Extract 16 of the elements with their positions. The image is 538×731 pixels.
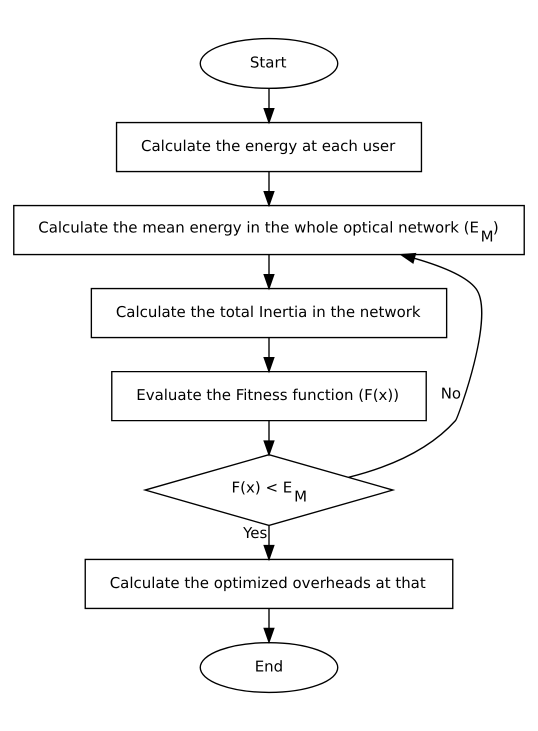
edge-label: No	[440, 384, 462, 402]
arrow	[263, 338, 275, 374]
node-box: Calculate the total Inertia in the network	[90, 288, 448, 338]
arrow	[263, 420, 275, 457]
edge-label: Yes	[243, 524, 268, 542]
arrow	[348, 252, 482, 478]
node-ellipse: Start	[200, 38, 338, 90]
node-box: Calculate the energy at each user	[116, 122, 422, 172]
arrow	[263, 526, 275, 562]
arrow	[263, 608, 275, 644]
node-box: Evaluate the Fitness function (F(x))	[111, 370, 427, 422]
arrow	[263, 172, 275, 208]
node-box: Calculate the optimized overheads at that	[84, 558, 454, 610]
arrow	[263, 254, 275, 290]
arrow	[263, 88, 275, 124]
node-ellipse: End	[200, 642, 338, 694]
